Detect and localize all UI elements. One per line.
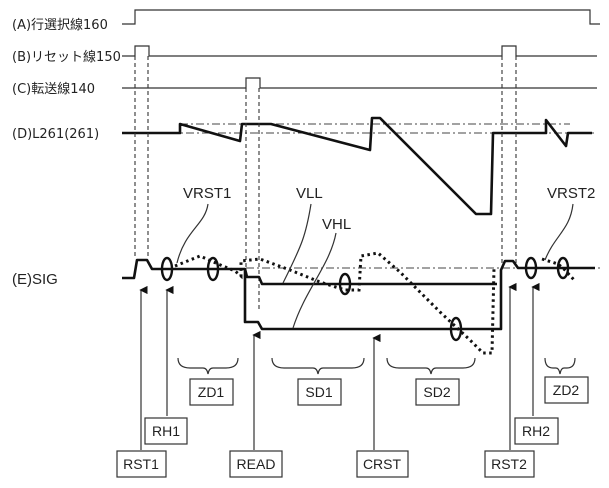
timing-rst1: RST1 [123, 456, 159, 472]
sample-point-zd1-end [206, 256, 220, 282]
period-box-sd1 [297, 378, 342, 406]
waveform-sig-solid [122, 258, 497, 286]
sample-point-sd2-end [449, 316, 463, 342]
period-box-zd1 [189, 378, 234, 406]
brace-sd2 [386, 357, 476, 375]
waveform-transfer [122, 77, 597, 89]
label-vrst1: VRST1 [183, 185, 231, 202]
leader-vrst1 [176, 203, 209, 264]
label-vll: VLL [296, 185, 323, 202]
leader-vll [282, 203, 312, 284]
label-transfer-line: (C)転送線140 [12, 81, 95, 97]
sample-point-sd1-end [338, 272, 352, 296]
leader-vrst2 [544, 203, 574, 261]
timing-rh1: RH1 [152, 423, 180, 439]
label-sig: (E)SIG [12, 271, 58, 288]
timing-box-rh1 [144, 417, 188, 445]
timing-read: READ [237, 456, 276, 472]
brace-zd2 [544, 357, 576, 375]
period-zd1: ZD1 [198, 384, 225, 400]
period-sd1: SD1 [305, 384, 332, 400]
timing-rh2: RH2 [522, 423, 550, 439]
timing-rst2: RST2 [491, 456, 527, 472]
waveform-sig-dotted-2 [541, 257, 577, 283]
brace-zd1 [177, 357, 239, 375]
period-box-sd2 [415, 378, 460, 406]
waveform-sig-vhl [243, 259, 595, 331]
label-reset-line: (B)リセット線150 [12, 49, 121, 65]
waveform-row-select [122, 9, 600, 25]
period-sd2: SD2 [423, 384, 450, 400]
brace-sd1 [271, 357, 365, 375]
label-vhl: VHL [322, 216, 351, 233]
timing-box-read [229, 450, 283, 478]
period-box-zd2 [544, 376, 589, 404]
timing-crst: CRST [363, 456, 402, 472]
label-vrst2: VRST2 [547, 185, 595, 202]
waveform-reset [122, 45, 597, 57]
leader-vhl [292, 232, 337, 329]
period-zd2: ZD2 [553, 382, 580, 398]
timing-box-rh2 [514, 417, 559, 445]
timing-box-rst2 [484, 450, 535, 478]
sample-point-rh2 [524, 256, 538, 280]
label-l261: (D)L261(261) [12, 127, 99, 142]
waveform-l261 [122, 116, 592, 216]
label-row-select-line: (A)行選択線160 [12, 17, 108, 33]
sample-point-rh1 [160, 256, 174, 282]
sample-point-zd2-end [556, 256, 570, 280]
timing-box-rst1 [116, 450, 167, 478]
timing-box-crst [356, 450, 409, 478]
